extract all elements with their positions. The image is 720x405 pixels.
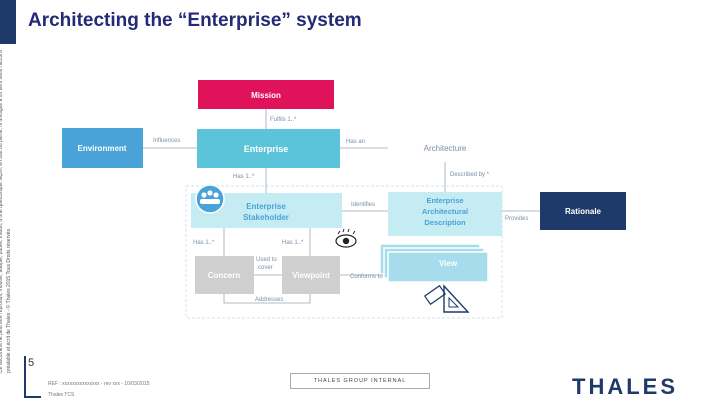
people-bodies-icon [200,199,220,204]
viewpoint-label: Viewpoint [292,271,330,280]
eyelash-icon [337,228,356,235]
description-label-line2: Architectural [422,207,468,216]
person-icon [207,190,213,196]
classification-badge: THALES GROUP INTERNAL [290,373,430,389]
has-viewpoint-label: Has 1..* [282,240,304,246]
influences-label: Influences [153,138,180,144]
page-number: 5 [28,357,35,369]
cover-label: cover [258,265,273,271]
ruler-icon [423,284,447,306]
page-number-frame [24,356,41,398]
mission-label: Mission [251,91,281,100]
stakeholder-label-line1: Enterprise [246,202,286,211]
mission-node [198,80,334,109]
side-accent-bar [0,0,16,44]
stakeholder-label-line2: Stakeholder [243,213,289,222]
identifies-label: Identifies [351,202,375,208]
description-label-line3: Description [424,218,466,227]
rationale-label: Rationale [565,207,602,216]
environment-node [62,128,143,168]
rationale-node [540,192,626,230]
enterprise-frame [185,185,503,319]
view-node [387,251,489,283]
thales-logo: THALES [572,374,678,399]
has-an-label: Has an [346,139,365,145]
description-label-line1: Enterprise [426,196,463,205]
footer-entity: Thales TCS [48,392,75,398]
provides-label: Provides [505,216,528,222]
set-square-icon [443,284,470,313]
architecture-node [388,133,502,162]
view-label: View [439,259,458,268]
set-square-inner-icon [448,296,460,308]
slide-title: Architecting the “Enterprise” system [28,10,362,31]
used-to-label: Used to [256,257,277,263]
architecture-label: Architecture [424,144,467,153]
architectural-description-node [388,192,502,236]
person-icon [213,192,219,198]
document-reference: REF : xxxxxxxxxxxxxxx - rev xxx - 10/03/… [48,381,150,387]
described-by-label: Described by * [450,172,490,178]
fulfils-label: Fulfils 1..* [270,117,297,123]
environment-label: Environment [78,144,127,153]
concern-label: Concern [208,271,241,280]
addresses-connector [223,294,311,304]
conforms-to-label: Conforms to [350,274,383,280]
enterprise-node [197,129,340,168]
eye-pupil-icon [342,237,350,245]
has-concern-label: Has 1..* [193,240,215,246]
enterprise-label: Enterprise [244,144,289,154]
has-stakeholder-label: Has 1..* [233,174,255,180]
person-icon [201,192,207,198]
concern-node [195,256,254,294]
viewpoint-node [282,256,340,294]
addresses-label: Addresses [255,297,283,303]
